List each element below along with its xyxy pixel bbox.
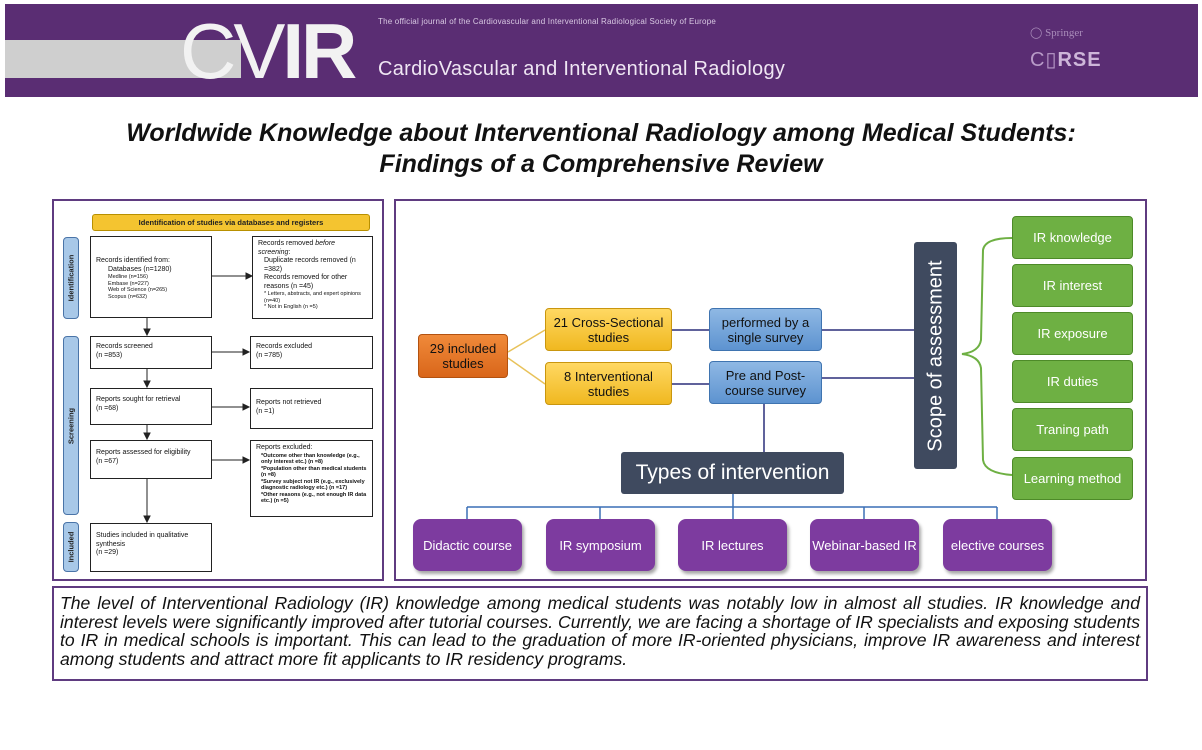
journal-header — [5, 4, 1198, 97]
society-logo: C▯RSE — [1030, 49, 1102, 71]
records-identified-heading: Records identified from: — [96, 257, 170, 264]
journal-logo: CVIR — [180, 12, 357, 90]
scope-label: Scope of assessment — [924, 259, 946, 452]
removed-heading-b: before screening — [258, 240, 336, 256]
excluded-other: *Other reasons (e.g., not enough IR data… — [261, 491, 367, 505]
excluded-population: *Population other than medical students … — [261, 465, 367, 479]
records-removed-box: Records removed before screening: Duplic… — [252, 236, 373, 319]
logo-cv: CV — [180, 7, 285, 95]
cross-sectional-box: 21 Cross-Sectional studies — [545, 308, 672, 351]
phase-identification: Identification — [63, 237, 79, 319]
source-scopus: Scopus (n=632) — [108, 293, 147, 300]
types-of-intervention-box: Types of intervention — [621, 452, 844, 494]
scope-item-ir-interest: IR interest — [1012, 264, 1133, 307]
publisher-logo: ◯ Springer — [1030, 27, 1083, 39]
society-logo-b: RSE — [1057, 49, 1102, 71]
scope-item-ir-knowledge: IR knowledge — [1012, 216, 1133, 259]
journal-tagline: The official journal of the Cardiovascul… — [378, 17, 716, 26]
title-line-1: Worldwide Knowledge about Interventional… — [126, 119, 1076, 147]
records-removed-heading: Records removed before screening: — [258, 240, 367, 257]
removed-heading-a: Records removed — [258, 240, 316, 247]
page-title: Worldwide Knowledge about Interventional… — [60, 118, 1142, 180]
intervention-webinar-ir: Webinar-based IR — [810, 519, 919, 571]
intervention-elective-courses: elective courses — [943, 519, 1052, 571]
journal-name: CardioVascular and Interventional Radiol… — [378, 58, 786, 80]
intervention-didactic-course: Didactic course — [413, 519, 522, 571]
summary-panel — [52, 586, 1148, 681]
phase-label: Identification — [66, 254, 76, 302]
scope-of-assessment-box: Scope of assessment — [914, 242, 957, 469]
scope-item-ir-exposure: IR exposure — [1012, 312, 1133, 355]
phase-label: Screening — [66, 407, 76, 444]
excluded-outcome: *Outcome other than knowledge (e.g., onl… — [261, 452, 360, 466]
scope-item-training-path: Traning path — [1012, 408, 1133, 451]
total-studies-box: 29 included studies — [418, 334, 508, 378]
logo-ir: IR — [282, 7, 357, 95]
header-band — [5, 40, 241, 78]
records-identified-box: Records identified from: Databases (n=12… — [90, 236, 212, 318]
intervention-ir-lectures: IR lectures — [678, 519, 787, 571]
phase-included: Included — [63, 522, 79, 572]
source-embase: Embase (n=227) — [108, 280, 149, 287]
duplicates-removed: Duplicate records removed (n =382) — [264, 257, 356, 273]
records-excluded-box: Records excluded (n =785) — [250, 336, 373, 369]
note-english: * Not in English (n =5) — [264, 304, 318, 310]
reports-not-retrieved-box: Reports not retrieved (n =1) — [250, 388, 373, 429]
excluded-subject: *Survey subject not IR (e.g., exclusivel… — [261, 478, 365, 492]
society-logo-a: C — [1030, 49, 1046, 71]
phase-screening: Screening — [63, 336, 79, 515]
scope-item-ir-duties: IR duties — [1012, 360, 1133, 403]
reports-sought-box: Reports sought for retrieval (n =68) — [90, 388, 212, 425]
other-removed: Records removed for other reasons (n =45… — [264, 274, 348, 290]
source-medline: Medline (n=156) — [108, 274, 148, 280]
studies-included-box: Studies included in qualitative synthesi… — [90, 523, 212, 572]
publisher-name: Springer — [1045, 27, 1083, 39]
removed-heading-c: : — [288, 248, 291, 256]
phase-label: Included — [66, 531, 76, 563]
note-letters: * Letters, abstracts, and expert opinion… — [264, 291, 361, 304]
reports-excluded-heading: Reports excluded: — [256, 444, 313, 451]
title-line-2: Findings of a Comprehensive Review — [379, 150, 823, 178]
reports-excluded-box: Reports excluded: *Outcome other than kn… — [250, 440, 373, 517]
prisma-top-label: Identification of studies via databases … — [92, 214, 370, 231]
records-screened-box: Records screened (n =853) — [90, 336, 212, 369]
pre-post-survey-box: Pre and Post-course survey — [709, 361, 822, 404]
scope-item-learning-method: Learning method — [1012, 457, 1133, 500]
single-survey-box: performed by a single survey — [709, 308, 822, 351]
interventional-box: 8 Interventional studies — [545, 362, 672, 405]
databases-count: Databases (n=1280) — [108, 265, 172, 273]
source-wos: Web of Science (n=265) — [108, 287, 168, 293]
intervention-ir-symposium: IR symposium — [546, 519, 655, 571]
reports-assessed-box: Reports assessed for eligibility (n =67) — [90, 440, 212, 479]
summary-text: The level of Interventional Radiology (I… — [60, 593, 1140, 669]
